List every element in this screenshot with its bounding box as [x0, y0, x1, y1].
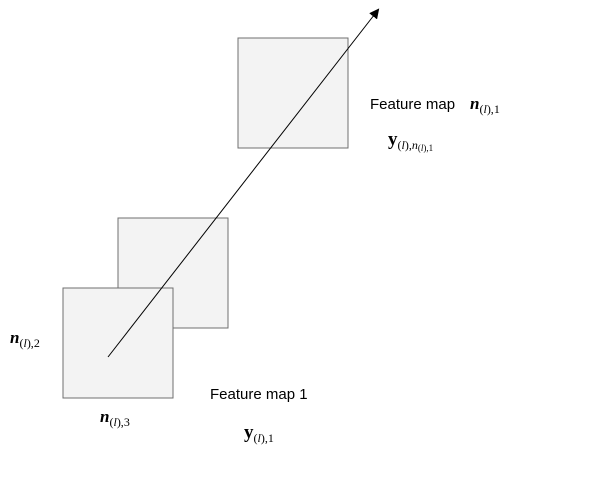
layer-index: l	[113, 415, 117, 429]
feature-map-top-label: Feature map	[370, 97, 455, 112]
n-layer-1-symbol: n(l),1	[470, 94, 500, 116]
n-symbol: n	[100, 407, 110, 426]
layer-index: l	[401, 138, 405, 152]
feature-map-bottom-label: Feature map 1	[210, 387, 308, 402]
y-layer-1-symbol: y(l),1	[244, 422, 274, 445]
subscript-1: 1	[267, 431, 274, 445]
layer-index: l	[420, 143, 424, 153]
n-layer-2-symbol: n(l),2	[10, 328, 40, 350]
feature-map-square-top	[237, 37, 349, 149]
n-symbol: n	[470, 94, 480, 113]
n-symbol: n	[411, 138, 418, 152]
n-layer-3-symbol: n(l),3	[100, 407, 130, 429]
feature-map-bottom-text: Feature map 1	[210, 386, 308, 403]
feature-map-top-text: Feature map	[370, 96, 456, 113]
layer-index: l	[483, 102, 487, 116]
n-symbol: n	[10, 328, 20, 347]
layer-index: l	[257, 431, 261, 445]
y-symbol: y	[388, 129, 398, 150]
subscript-3: 3	[123, 415, 130, 429]
depth-arrow	[107, 8, 380, 358]
layer-index: l	[23, 336, 27, 350]
subscript-2: 2	[33, 336, 40, 350]
subscript-1: 1	[428, 143, 434, 153]
y-symbol: y	[244, 422, 254, 443]
feature-map-square-front	[62, 287, 174, 399]
y-layer-n-symbol: y(l),n(l),1	[388, 129, 434, 153]
subscript-1: 1	[493, 102, 500, 116]
